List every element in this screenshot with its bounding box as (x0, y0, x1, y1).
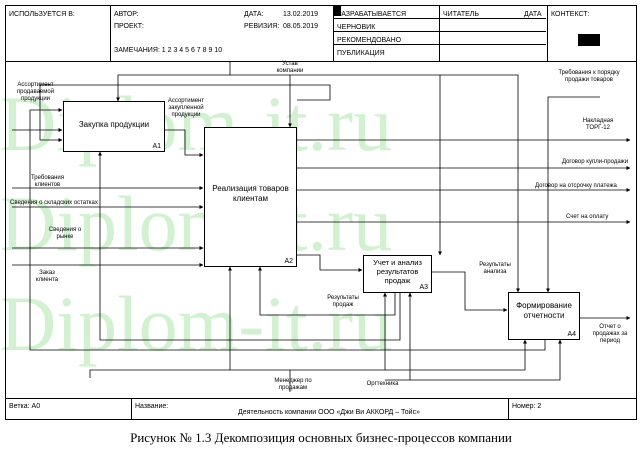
label-market-info: Сведения о рынке (48, 227, 82, 240)
footer-branch: Ветка: A0 (9, 403, 41, 410)
activity-name: Формирование отчетности (516, 301, 572, 320)
arrow-feedback-a4-a1 (29, 108, 546, 351)
header-reader-cell: ЧИТАТЕЛЬ ДАТА (440, 6, 548, 61)
label-equipment: Оргтехника (366, 381, 399, 387)
footer-number: Номер: 2 (512, 403, 542, 410)
arrow-report-req (546, 96, 600, 293)
label-period-report: Отчет о продажах за период (592, 324, 628, 344)
revision-value: 08.05.2019 (283, 23, 319, 30)
label-manager: Менеджер по продажам (274, 378, 312, 391)
arrow-charter-a1 (116, 74, 230, 102)
status-draft: ЧЕРНОВИК (337, 24, 376, 31)
activity-number: A1 (152, 143, 161, 150)
label-analysis-results: Результаты анализа (479, 262, 511, 275)
header-status-cell: РАЗРАБАТЫВАЕТСЯ ЧЕРНОВИК РЕКОМЕНДОВАНО П… (334, 6, 440, 61)
arrow-feedback-a3-a2 (258, 266, 396, 316)
header-author-cell: АВТОР: ПРОЕКТ: ДАТА: 13.02.2019 РЕВИЗИЯ:… (111, 6, 334, 61)
figure-caption: Рисунок № 1.3 Декомпозиция основных бизн… (130, 430, 512, 445)
context-marker (578, 34, 600, 46)
label-client-order: Заказ клиента (35, 270, 59, 283)
activity-name: Реализация товаров клиентам (212, 184, 289, 203)
label-assortment-bought: Ассортимент закупленной продукции (167, 98, 205, 118)
arrow-equipment-a4 (410, 339, 562, 381)
arrow-a3-a1 (98, 151, 401, 341)
arrow-assortment-bought (165, 129, 204, 157)
arrow-sales-results (297, 254, 363, 272)
activity-number: A4 (567, 331, 576, 338)
date-value: 13.02.2019 (283, 11, 319, 18)
label-contract: Договор купли-продажи (561, 159, 629, 165)
activity-box-a4: Формирование отчетности A4 (508, 292, 580, 340)
activity-number: A3 (419, 284, 428, 291)
arrow-equipment (385, 292, 412, 381)
activity-number: A2 (284, 258, 293, 265)
activity-box-a3: Учет и анализ результатов продаж A3 (363, 255, 432, 293)
label-invoice: Накладная ТОРГ-12 (582, 118, 614, 131)
label-sales-results: Результаты продаж (327, 295, 359, 308)
project-label: ПРОЕКТ: (114, 23, 144, 30)
arrow-charter (229, 62, 520, 293)
header-used-in-cell: ИСПОЛЬЗУЕТСЯ В: (6, 6, 111, 61)
notes-label: ЗАМЕЧАНИЯ: 1 2 3 4 5 6 7 8 9 10 (114, 47, 223, 54)
revision-label: РЕВИЗИЯ: (244, 23, 280, 30)
footer-name-value: Деятельность компании ООО «Джи Ви АККОРД… (238, 409, 420, 416)
label-report-req: Требования к порядку продажи товаров (558, 70, 620, 83)
activity-box-a1: Закупка продукции A1 (63, 101, 165, 152)
label-payment-bill: Счет на оплату (566, 214, 609, 220)
context-label: КОНТЕКСТ: (551, 11, 590, 18)
arrow-analysis-results (432, 271, 508, 312)
label-deferred: Договор на отсрочку платежа (535, 183, 617, 189)
idef0-frame: ИСПОЛЬЗУЕТСЯ В: АВТОР: ПРОЕКТ: ДАТА: 13.… (5, 5, 637, 420)
activity-name: Учет и анализ результатов продаж (373, 258, 422, 285)
footer-name-label: Название: (135, 403, 169, 410)
status-developing: РАЗРАБАТЫВАЕТСЯ (337, 11, 407, 18)
date-label: ДАТА: (244, 11, 264, 18)
activity-box-a2: Реализация товаров клиентам A2 (204, 127, 297, 267)
used-in-label: ИСПОЛЬЗУЕТСЯ В: (9, 11, 75, 18)
reader-date-label: ДАТА (524, 11, 542, 18)
header-context-cell: КОНТЕКСТ: (548, 6, 638, 61)
label-charter: Устав компании (276, 61, 304, 74)
activity-name: Закупка продукции (78, 120, 150, 129)
reader-label: ЧИТАТЕЛЬ (443, 11, 479, 18)
arrow-feedback-a2-a1 (39, 84, 331, 142)
status-publication: ПУБЛИКАЦИЯ (337, 50, 385, 57)
label-stock-info: Сведения о складских остатках (10, 200, 98, 206)
label-client-req: Требования клиентов (30, 175, 65, 188)
arrow-manager-bus (89, 339, 527, 378)
label-assortment-sold: Ассортимент продаваемой продукции (16, 82, 55, 102)
status-recommended: РЕКОМЕНДОВАНО (337, 37, 402, 44)
author-label: АВТОР: (114, 11, 139, 18)
